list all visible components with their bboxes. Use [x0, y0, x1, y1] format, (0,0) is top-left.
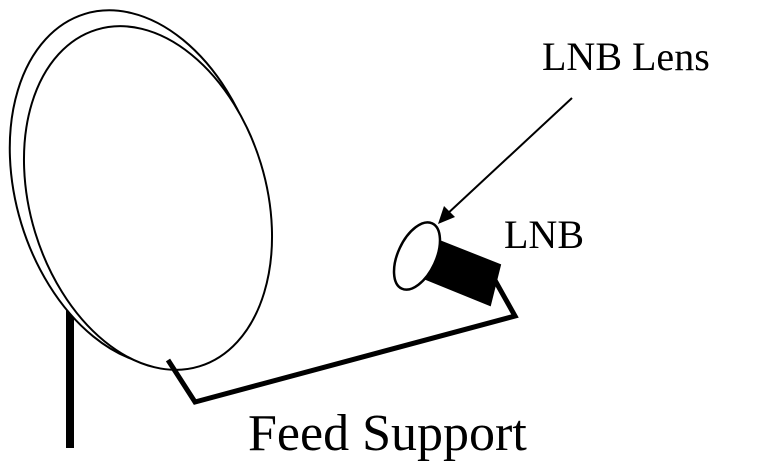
lnb-lens-arrow-line	[444, 97, 573, 217]
lnb-lens-arrowhead	[438, 206, 455, 224]
feed-support-label: Feed Support	[248, 405, 527, 462]
lnb-label: LNB	[504, 212, 584, 257]
lnb-lens	[392, 221, 442, 291]
dish-reflector	[22, 25, 274, 371]
feed-support-arm	[165, 273, 519, 405]
lnb-lens-label: LNB Lens	[542, 34, 710, 79]
